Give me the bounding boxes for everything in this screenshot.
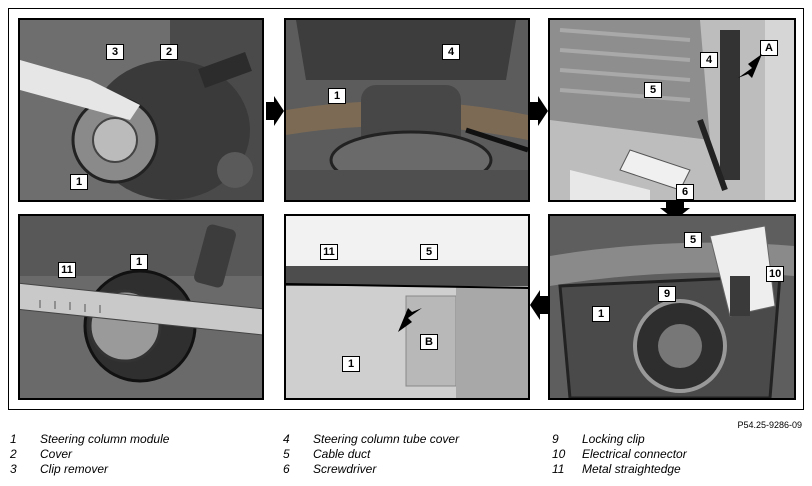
legend-text: Clip remover [40, 462, 109, 476]
legend-number: 3 [10, 462, 17, 476]
legend-number: 9 [552, 432, 559, 446]
callout-2: 2 [160, 44, 178, 60]
photo-cable-duct-screwdriver [550, 20, 794, 200]
callout-1: 1 [328, 88, 346, 104]
photo-panel-3: A 4 5 6 [548, 18, 796, 202]
legend-number: 10 [552, 447, 566, 461]
legend-number: 5 [283, 447, 290, 461]
direction-arrow-A [738, 54, 762, 78]
callout-6: 6 [676, 184, 694, 200]
legend-text: Electrical connector [582, 447, 687, 461]
callout-11: 11 [320, 244, 338, 260]
callout-5: 5 [644, 82, 662, 98]
photo-panel-2: 4 1 [284, 18, 530, 202]
callout-1: 1 [70, 174, 88, 190]
legend-item: 10 Electrical connector [552, 447, 687, 462]
legend-text: Steering column tube cover [313, 432, 460, 446]
legend-number: 4 [283, 432, 290, 446]
legend-text: Cable duct [313, 447, 371, 461]
photo-straightedge-on-module [20, 216, 262, 398]
photo-panel-1: 3 2 1 [18, 18, 264, 202]
legend-item: 11 Metal straightedge [552, 462, 687, 477]
photo-panel-4: 11 1 [18, 214, 264, 400]
legend-text: Cover [40, 447, 73, 461]
flow-arrow-right-1 [266, 96, 284, 126]
callout-B: B [420, 334, 438, 350]
callout-1: 1 [342, 356, 360, 372]
flow-arrow-down [660, 202, 690, 220]
legend-column-1: 1 Steering column module 2 Cover 3 Clip rem… [10, 432, 169, 477]
legend-number: 2 [10, 447, 17, 461]
callout-10: 10 [766, 266, 785, 282]
callout-4: 4 [442, 44, 460, 60]
flow-arrow-left [530, 290, 548, 320]
callout-5: 5 [684, 232, 702, 248]
callout-9: 9 [658, 286, 676, 302]
legend-item: 5 Cable duct [283, 447, 459, 462]
callout-11: 11 [58, 262, 76, 278]
photo-panel-5: 11 5 B 1 [284, 214, 530, 400]
photo-panel-6: 5 10 9 1 [548, 214, 796, 400]
photo-locking-clip-connector [550, 216, 794, 398]
callout-1: 1 [592, 306, 610, 322]
legend-item: 6 Screwdriver [283, 462, 459, 477]
photo-tube-cover [286, 20, 528, 200]
legend-text: Steering column module [40, 432, 170, 446]
flow-arrow-right-2 [530, 96, 548, 126]
legend-text: Screwdriver [313, 462, 377, 476]
callout-3: 3 [106, 44, 124, 60]
legend-text: Metal straightedge [582, 462, 681, 476]
legend-item: 1 Steering column module [10, 432, 169, 447]
legend-column-3: 9 Locking clip 10 Electrical connector 11 M… [552, 432, 687, 477]
legend-item: 9 Locking clip [552, 432, 687, 447]
callout-A: A [760, 40, 778, 56]
figure-reference: P54.25-9286-09 [737, 420, 802, 430]
callout-5: 5 [420, 244, 438, 260]
legend-number: 6 [283, 462, 290, 476]
callout-1: 1 [130, 254, 148, 270]
legend-number: 1 [10, 432, 17, 446]
legend-text: Locking clip [582, 432, 645, 446]
direction-arrow-B [398, 308, 422, 332]
callout-4: 4 [700, 52, 718, 68]
legend-item: 2 Cover [10, 447, 169, 462]
legend-number: 11 [552, 462, 565, 476]
photo-steering-module-cover [20, 20, 262, 200]
legend-item: 3 Clip remover [10, 462, 169, 477]
legend-item: 4 Steering column tube cover [283, 432, 459, 447]
